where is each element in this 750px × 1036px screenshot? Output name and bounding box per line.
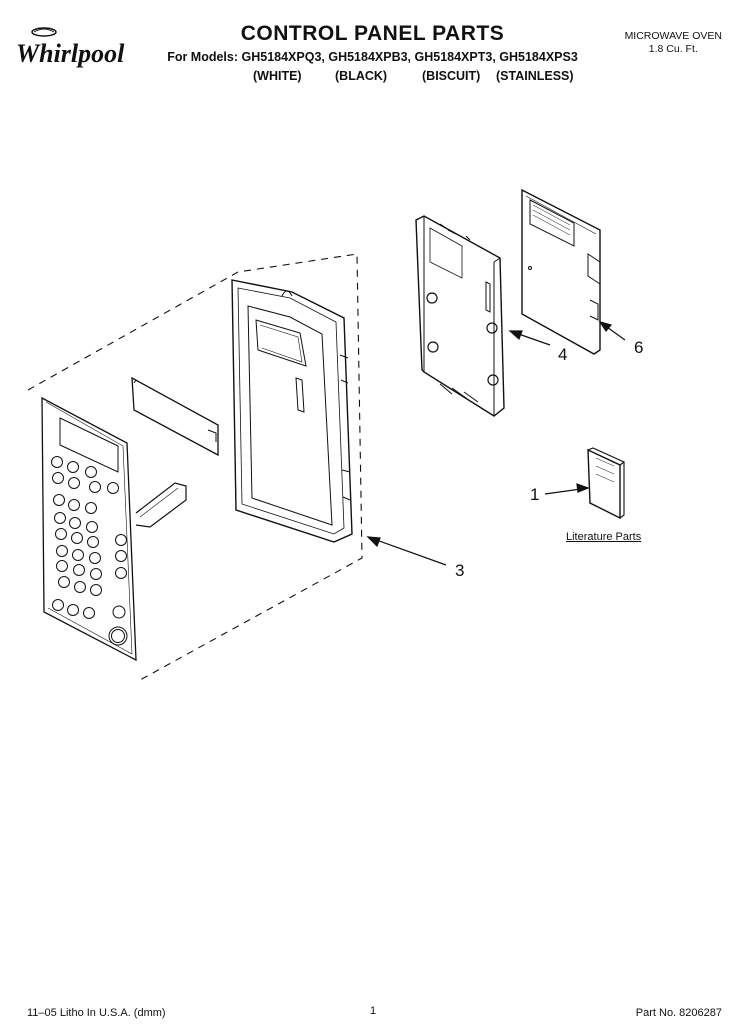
page-number: 1: [370, 1005, 377, 1017]
brand-logotype: Whirlpool: [16, 39, 125, 68]
callout-part-6: 6: [634, 338, 643, 357]
product-type: MICROWAVE OVEN: [624, 30, 722, 42]
assembly-dashed-outline: [27, 253, 363, 681]
product-capacity: 1.8 Cu. Ft.: [648, 43, 698, 55]
circuit-board: [521, 188, 601, 355]
callout-part-4: 4: [558, 345, 567, 364]
callout-leaders: [366, 320, 626, 566]
print-info: 11–05 Litho In U.S.A. (dmm): [27, 1007, 166, 1019]
display-window: [131, 376, 219, 457]
part-number: Part No. 8206287: [635, 1007, 722, 1019]
control-panel-frame: [231, 279, 353, 543]
callout-part-1: 1: [530, 485, 539, 504]
page-title: CONTROL PANEL PARTS: [240, 22, 505, 45]
color-black: (BLACK): [335, 69, 388, 83]
whirlpool-logo: Whirlpool: [14, 24, 150, 76]
color-stainless: (STAINLESS): [496, 69, 574, 83]
literature-booklet: [587, 447, 626, 520]
literature-parts-label: Literature Parts: [566, 531, 642, 543]
product-info: MICROWAVE OVEN 1.8 Cu. Ft.: [625, 30, 722, 56]
mounting-bracket: [415, 215, 505, 417]
color-biscuit: (BISCUIT): [422, 69, 481, 83]
callout-part-3: 3: [455, 561, 464, 580]
color-white: (WHITE): [253, 69, 302, 83]
models-line: For Models: GH5184XPQ3, GH5184XPB3, GH51…: [167, 50, 578, 64]
keypad-membrane: [41, 396, 187, 662]
